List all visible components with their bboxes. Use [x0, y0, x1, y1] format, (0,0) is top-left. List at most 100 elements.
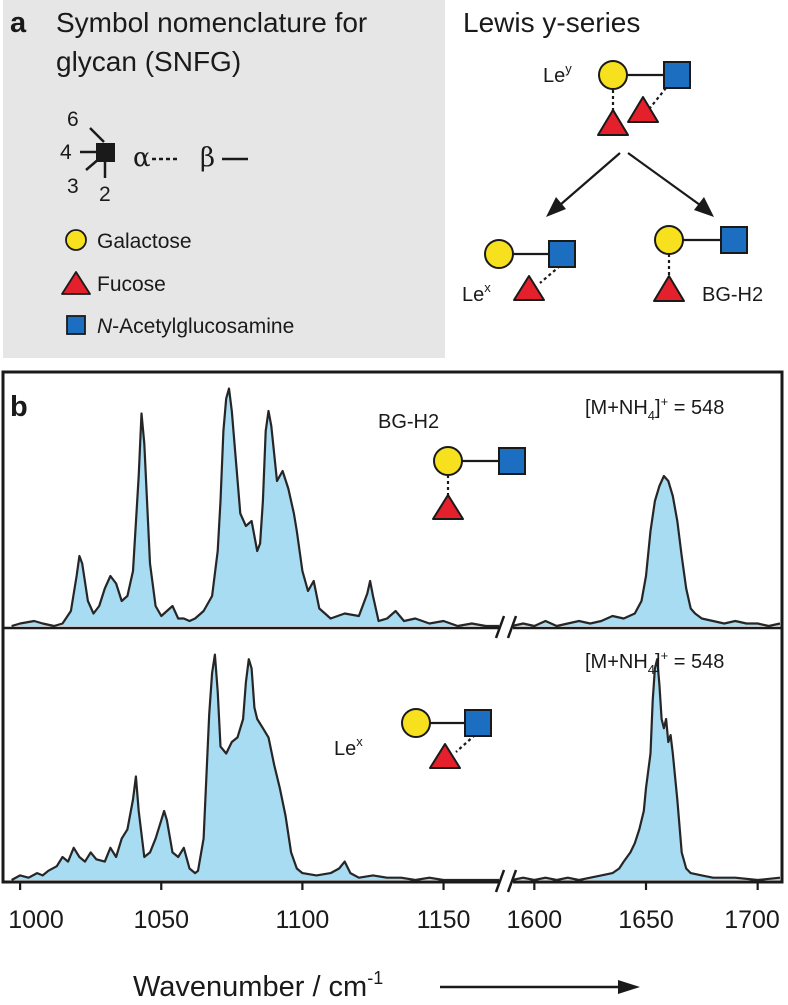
panel-a: a Symbol nomenclature for glycan (SNFG) …: [3, 0, 763, 358]
bg-h2-spectrum-line-2: [511, 474, 781, 628]
axis-break-bottom: [494, 869, 518, 893]
legend-glcnac-label: N-Acetylglucosamine: [97, 315, 294, 338]
bottom-ion-prefix: [M+NH: [585, 651, 648, 673]
bottom-ion-label: [M+NH4]+ = 548: [585, 648, 724, 677]
beta-symbol: β: [200, 143, 215, 173]
snfg-title-line-2: glycan (SNFG): [56, 46, 241, 77]
bottom-fucose-icon: [429, 743, 461, 769]
le-x-galactose-icon: [484, 239, 514, 269]
panel-a-label: a: [10, 7, 27, 39]
arrow-to-le-x-shaft: [559, 152, 621, 206]
axis-break-top-slash-right: [506, 615, 518, 639]
legend-glcnac-italic-n: N: [97, 315, 113, 338]
le-x-fucose-icon: [513, 275, 545, 301]
panel-b-label: b: [10, 391, 28, 423]
x-tick-label-1000: 1000: [8, 906, 64, 934]
top-fucose-icon: [432, 494, 464, 520]
bottom-ion-value: = 548: [668, 651, 724, 673]
le-x-glycan: Lex: [462, 239, 576, 306]
conversion-arrows: [546, 152, 714, 217]
x-tick-label-1700: 1700: [724, 906, 780, 934]
snfg-title-line-1: Symbol nomenclature for: [56, 7, 367, 38]
bottom-glycan-name-sup: x: [356, 734, 363, 749]
panel-b: 1000 1050 1100 1150 1600 1650 1700 b [M+NH4]+ …: [1, 370, 784, 1003]
le-x-label: Lex: [462, 280, 491, 306]
le-x-spectrum-area-2: [512, 659, 780, 880]
bottom-fuc-glcnac-bond: [455, 734, 476, 753]
galactose-circle-icon: [65, 229, 87, 251]
bottom-glycan-name: Lex: [334, 734, 363, 760]
le-y-label: Ley: [543, 61, 572, 87]
legend-galactose-label: Galactose: [97, 230, 192, 253]
bottom-galactose-icon: [401, 708, 431, 738]
x-tick-label-1650: 1650: [618, 906, 674, 934]
axis-break-bottom-slash-left: [494, 869, 506, 893]
x-axis-ticks: 1000 1050 1100 1150 1600 1650 1700: [8, 882, 780, 934]
bottom-glycan-name-base: Le: [334, 738, 356, 760]
bg-h2-glycan: BG-H2: [653, 225, 763, 306]
le-x-glcnac-icon: [548, 240, 576, 268]
le-y-fucose-on-gal-icon: [597, 109, 629, 136]
bg-h2-fucose-icon: [653, 275, 685, 302]
spectra-layer: [11, 387, 781, 882]
top-ion-prefix: [M+NH: [585, 397, 648, 419]
lewis-series: Lewis y-series Ley: [462, 7, 763, 306]
le-y-glycan: Ley: [543, 60, 691, 136]
linkage-position-6: 6: [67, 108, 79, 131]
bottom-ion-sub: 4: [648, 662, 655, 677]
top-bg-h2-glycan: [432, 446, 526, 520]
x-axis-title-sup: -1: [367, 968, 383, 988]
top-ion-label: [M+NH4]+ = 548: [585, 394, 724, 423]
top-galactose-icon: [433, 446, 463, 476]
linkage-key: 6 4 3 2 α β: [60, 108, 248, 206]
top-glcnac-icon: [498, 447, 526, 475]
alpha-symbol: α: [133, 143, 151, 173]
le-y-galactose-icon: [598, 60, 628, 90]
x-tick-label-1100: 1100: [276, 906, 330, 934]
axis-break-bottom-slash-right: [506, 869, 518, 893]
glcnac-square-icon: [66, 315, 86, 335]
bond-6: [89, 127, 105, 143]
lewis-series-title: Lewis y-series: [463, 7, 640, 38]
top-ion-value: = 548: [668, 397, 724, 419]
x-tick-label-1050: 1050: [133, 906, 189, 934]
arrow-to-bg-h2-head: [694, 197, 714, 217]
le-y-label-base: Le: [543, 65, 565, 87]
fucose-triangle-icon: [61, 271, 91, 295]
x-axis-title: Wavenumber / cm-1: [133, 968, 383, 1003]
x-axis-arrow-head: [618, 980, 640, 994]
x-tick-label-1150: 1150: [417, 906, 471, 934]
le-x-label-sup: x: [484, 280, 491, 295]
axis-break-top: [494, 615, 518, 639]
arrow-to-le-x-head: [546, 197, 566, 217]
legend-fucose-label: Fucose: [97, 273, 166, 296]
bottom-ion-suffix: ]: [655, 651, 661, 673]
x-tick-label-1600: 1600: [507, 906, 563, 934]
le-y-fuc-glcnac-bond: [649, 87, 667, 109]
le-x-spectrum-line-2: [511, 658, 781, 882]
top-ion-suffix: ]: [655, 397, 661, 419]
bottom-glcnac-icon: [464, 709, 492, 737]
le-y-glcnac-icon: [663, 61, 691, 89]
arrow-to-bg-h2-shaft: [627, 152, 701, 206]
bg-h2-spectrum-line-1: [11, 387, 500, 628]
top-ion-sub: 4: [648, 408, 655, 423]
legend-glcnac-rest: -Acetylglucosamine: [112, 315, 294, 338]
generic-monosaccharide-square: [96, 143, 115, 162]
snfg-legend: Galactose Fucose N-Acetylglucosamine: [61, 229, 294, 338]
bg-h2-label: BG-H2: [702, 284, 763, 306]
le-x-label-base: Le: [462, 284, 484, 306]
axis-break-top-slash-left: [494, 615, 506, 639]
bg-h2-glcnac-icon: [720, 226, 748, 254]
linkage-position-2: 2: [99, 183, 111, 206]
linkage-position-3: 3: [67, 175, 79, 198]
le-x-spectrum-area-1: [11, 654, 500, 880]
top-ion-sup: +: [661, 394, 669, 409]
le-y-fucose-on-glcnac-icon: [627, 96, 659, 123]
x-axis-title-main: Wavenumber / cm: [133, 971, 367, 1003]
le-y-label-sup: y: [565, 61, 572, 76]
bg-h2-galactose-icon: [654, 225, 684, 255]
le-x-fuc-glcnac-bond: [539, 265, 561, 284]
bottom-le-x-glycan: [401, 708, 492, 769]
